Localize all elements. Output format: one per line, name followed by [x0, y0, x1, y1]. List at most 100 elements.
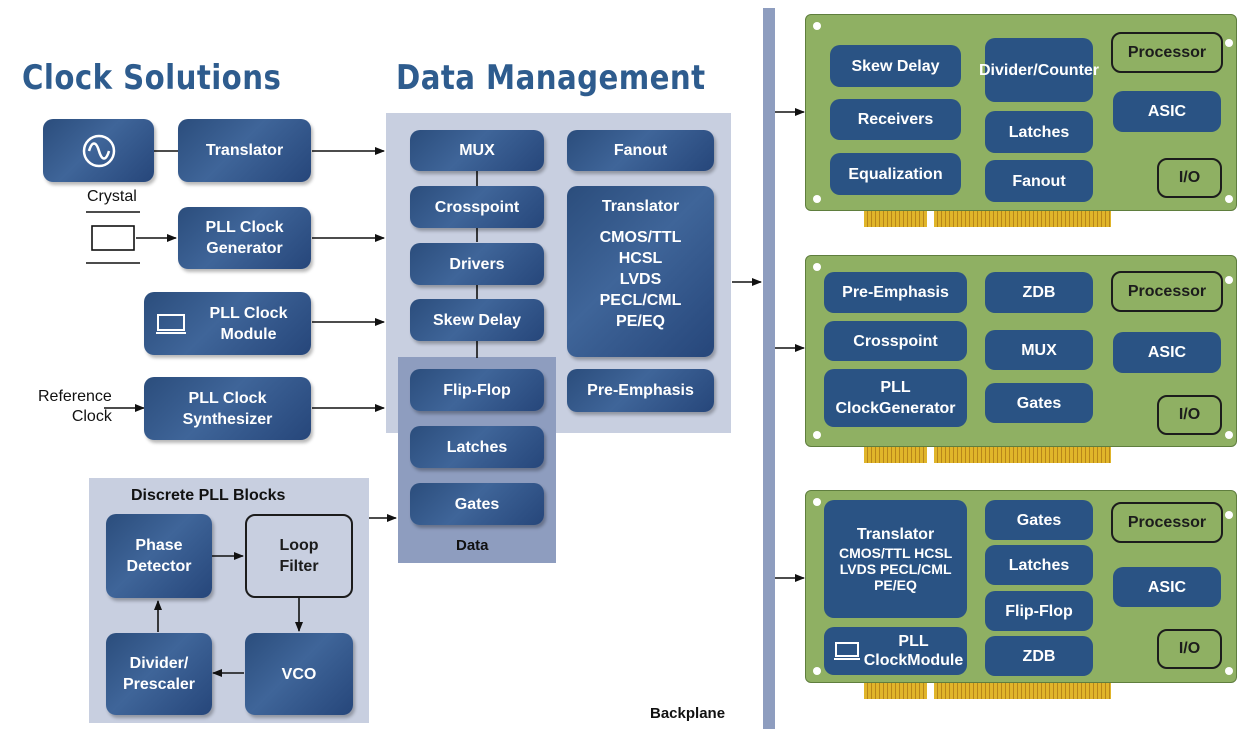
card2-pll-line1: PLL Clock: [835, 379, 911, 417]
card-2-connector: [864, 447, 927, 463]
phase-detector-line2: Detector: [126, 558, 192, 575]
mount-hole: [1225, 195, 1233, 203]
pre-emphasis-block: Pre-Emphasis: [567, 369, 714, 412]
mount-hole: [1225, 667, 1233, 675]
divider-line1: Divider/: [129, 655, 189, 672]
mount-hole: [813, 22, 821, 30]
card3-zdb: ZDB: [985, 636, 1093, 676]
module-icon: [156, 313, 186, 334]
card3-flip-flop: Flip-Flop: [985, 591, 1093, 631]
oscillator-block: [43, 119, 154, 182]
mount-hole: [1225, 511, 1233, 519]
card1-divider-line2: Counter: [1037, 61, 1100, 79]
card3-translator-lvds: LVDS: [839, 561, 877, 577]
card3-module-line2: Module: [907, 652, 964, 669]
data-translator-pecl: PECL/CML: [599, 292, 682, 309]
card-1-connector: [934, 211, 1111, 227]
card3-translator-hcsl: HCSL: [914, 545, 953, 561]
card-2-connector: [934, 447, 1111, 463]
reference-clock-line2: Clock: [71, 408, 112, 425]
heading-data-management: Data Management: [396, 58, 706, 98]
skew-delay-block: Skew Delay: [410, 299, 544, 341]
loop-filter-line2: Filter: [279, 558, 319, 575]
pll-generator-line2: Generator: [206, 240, 283, 257]
data-translator-peeq: PE/EQ: [616, 313, 665, 330]
sine-wave-icon: [82, 134, 115, 167]
card1-fanout: Fanout: [985, 160, 1093, 202]
clock-translator-block: Translator: [178, 119, 311, 182]
card3-asic: ASIC: [1113, 567, 1221, 607]
pll-synth-line1: PLL Clock: [188, 389, 267, 407]
card3-io: I/O: [1157, 629, 1222, 669]
pll-generator-line1: PLL Clock: [205, 219, 284, 236]
card2-zdb: ZDB: [985, 272, 1093, 313]
card3-translator: Translator CMOS/TTL HCSL LVDS PECL/CML P…: [824, 500, 967, 618]
card-1-connector: [864, 211, 927, 227]
discrete-pll-title: Discrete PLL Blocks: [131, 487, 286, 504]
mount-hole: [813, 667, 821, 675]
card1-asic: ASIC: [1113, 91, 1221, 132]
phase-detector-line1: Phase: [135, 537, 183, 554]
card2-mux: MUX: [985, 330, 1093, 370]
data-translator-lvds: LVDS: [619, 271, 662, 288]
crystal-symbol: [86, 211, 140, 264]
card2-io: I/O: [1157, 395, 1222, 435]
backplane-bar: [763, 8, 775, 729]
mount-hole: [1225, 39, 1233, 47]
pll-synth-line2: Synthesizer: [182, 410, 273, 428]
mount-hole: [1225, 276, 1233, 284]
card2-gates: Gates: [985, 383, 1093, 423]
card1-divider-counter: Divider/Counter: [979, 38, 1099, 102]
card3-translator-pecl: PECL/CML: [879, 561, 952, 577]
card1-processor: Processor: [1111, 32, 1223, 73]
mount-hole: [1225, 431, 1233, 439]
card1-io: I/O: [1157, 158, 1222, 198]
divider-prescaler-block: Divider/Prescaler: [106, 633, 212, 715]
data-translator-hcsl: HCSL: [618, 250, 663, 267]
loop-filter-line1: Loop: [279, 537, 319, 554]
card1-equalization: Equalization: [830, 153, 961, 195]
mux-block: MUX: [410, 130, 544, 171]
latches-block: Latches: [410, 426, 544, 468]
mount-hole: [813, 498, 821, 506]
card3-module-line1: PLL Clock: [863, 633, 929, 669]
card2-processor: Processor: [1111, 271, 1223, 312]
card3-translator-cmos: CMOS/TTL: [838, 545, 911, 561]
heading-clock-solutions: Clock Solutions: [22, 58, 282, 98]
divider-line2: Prescaler: [122, 676, 196, 693]
card-3-connector: [934, 683, 1111, 699]
pll-module-line1: PLL Clock: [209, 304, 288, 322]
reference-clock-label: Reference Clock: [38, 387, 112, 427]
pll-module-line2: Module: [220, 325, 277, 343]
data-translator-block: Translator CMOS/TTL HCSL LVDS PECL/CML P…: [567, 186, 714, 357]
reference-clock-line1: Reference: [38, 388, 112, 405]
card2-pll-line2: Generator: [879, 400, 956, 417]
card3-latches: Latches: [985, 545, 1093, 585]
vco-block: VCO: [245, 633, 353, 715]
card2-pre-emphasis: Pre-Emphasis: [824, 272, 967, 313]
card3-pll-clock-module: PLL ClockModule: [824, 627, 967, 675]
crystal-label: Crystal: [87, 188, 137, 205]
crosspoint-block: Crosspoint: [410, 186, 544, 228]
backplane-label: Backplane: [650, 705, 726, 722]
card2-asic: ASIC: [1113, 332, 1221, 373]
card2-crosspoint: Crosspoint: [824, 321, 967, 361]
card-3-connector: [864, 683, 927, 699]
gates-block: Gates: [410, 483, 544, 525]
card3-translator-peeq: PE/EQ: [874, 577, 917, 593]
card3-processor: Processor: [1111, 502, 1223, 543]
mount-hole: [813, 263, 821, 271]
flip-flop-block: Flip-Flop: [410, 369, 544, 411]
fanout-block: Fanout: [567, 130, 714, 171]
mount-hole: [813, 431, 821, 439]
card3-gates: Gates: [985, 500, 1093, 540]
mount-hole: [813, 195, 821, 203]
module-icon: [834, 642, 860, 660]
